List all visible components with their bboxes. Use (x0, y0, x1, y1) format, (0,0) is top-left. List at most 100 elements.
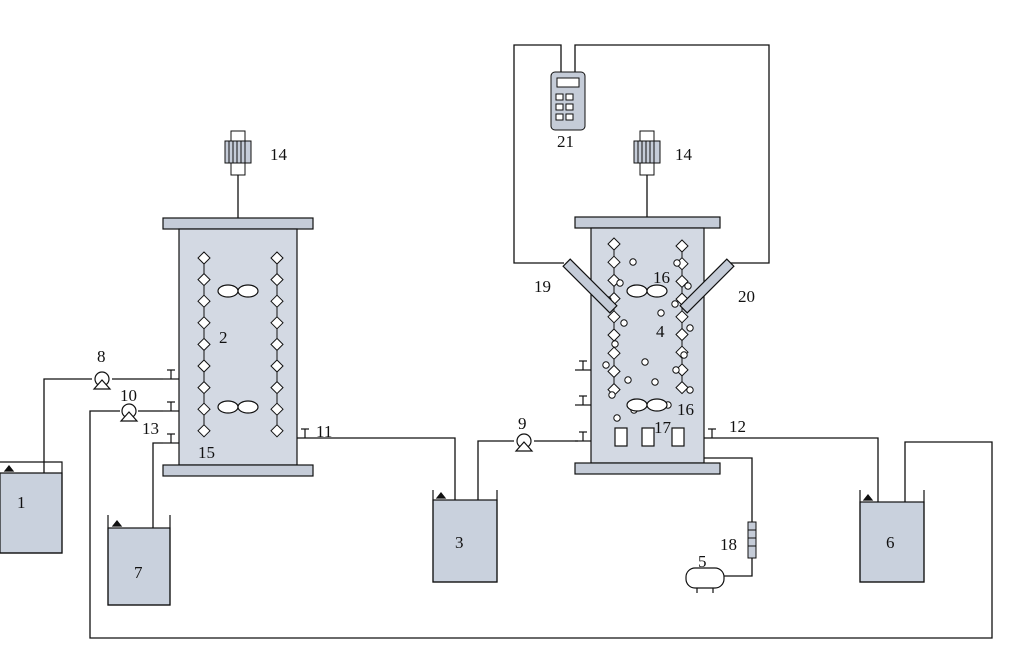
impeller-top (217, 284, 259, 298)
carrier-chain-left (197, 251, 211, 438)
port-13 (163, 433, 179, 444)
label-14-right: 14 (675, 145, 693, 164)
carrier-diamond (675, 239, 689, 253)
carrier-chain-right (675, 239, 689, 395)
bubble (671, 300, 679, 308)
carrier-diamond (270, 294, 284, 308)
pipe-return-loop (89, 410, 993, 639)
bubble (686, 324, 694, 332)
carrier-diamond (197, 402, 211, 416)
label-8: 8 (97, 347, 106, 366)
carrier-diamond (675, 327, 689, 342)
carrier-diamond (197, 272, 211, 287)
pumps (92, 371, 534, 452)
label-12: 12 (729, 417, 746, 436)
carrier-diamond (197, 337, 211, 352)
port-inlet-10 (163, 401, 179, 412)
reactor-2 (162, 217, 314, 477)
label-21: 21 (557, 132, 574, 151)
pipe-tank7-outlet (152, 442, 163, 566)
carrier-diamond (197, 424, 211, 438)
carrier-diamond (197, 359, 211, 373)
impeller-bottom (217, 400, 259, 414)
label-19: 19 (534, 277, 551, 296)
bubble (616, 279, 624, 287)
reactor-4-bottom-plate (574, 462, 721, 475)
carrier-chain-right (270, 251, 284, 438)
bubble (641, 358, 649, 366)
tank-3 (432, 490, 498, 583)
bubble (657, 309, 665, 317)
label-20: 20 (738, 287, 755, 306)
label-10: 10 (120, 386, 137, 405)
bubble (680, 351, 688, 359)
label-11: 11 (316, 422, 332, 441)
probe-19 (562, 258, 618, 314)
pump-icon (92, 371, 112, 390)
tank-6 (859, 490, 925, 583)
label-18: 18 (720, 535, 737, 554)
label-16-top: 16 (653, 268, 670, 287)
carrier-diamond (270, 380, 284, 395)
carrier-diamond (270, 424, 284, 438)
label-3: 3 (455, 533, 464, 552)
air-pump-icon (685, 567, 725, 593)
carrier-diamond (607, 237, 621, 251)
tank-1 (0, 461, 63, 554)
carrier-diamond (607, 310, 621, 324)
label-1: 1 (17, 493, 26, 512)
carrier-diamond (197, 251, 211, 265)
carrier-chain-left (607, 237, 621, 397)
bubble (613, 414, 621, 422)
bubble (684, 282, 692, 290)
sampling-ports (575, 360, 591, 442)
water-level-icon (435, 492, 447, 499)
label-4: 4 (656, 322, 665, 341)
carrier-diamond (607, 346, 621, 360)
bubble (629, 258, 637, 266)
label-16-bottom: 16 (677, 400, 694, 419)
bubble (608, 391, 616, 399)
diffusers (614, 427, 685, 447)
pump-icon (514, 433, 534, 452)
air-line (620, 457, 753, 577)
bubble (620, 319, 628, 327)
impeller-bottom (626, 398, 668, 412)
bubble (624, 376, 632, 384)
carrier-diamond (270, 359, 284, 373)
carrier-diamond (675, 310, 689, 324)
reactor-2-top-plate (162, 217, 314, 230)
water-level-icon (3, 465, 15, 472)
port-12 (704, 428, 721, 439)
stirrer-motors (224, 130, 661, 176)
carrier-diamond (675, 380, 689, 395)
probe-cable-right (574, 44, 770, 264)
motor-icon (633, 130, 661, 176)
label-14-left: 14 (270, 145, 288, 164)
pipe-tank1-to-pump8 (43, 378, 92, 505)
carrier-diamond (197, 316, 211, 330)
bubble (686, 386, 694, 394)
impeller-top (626, 284, 668, 298)
label-6: 6 (886, 533, 895, 552)
flowmeter-icon (747, 521, 757, 559)
motor-icon (224, 130, 252, 176)
reactor-4 (562, 216, 735, 475)
bubble (602, 361, 610, 369)
carrier-diamond (197, 380, 211, 395)
label-13: 13 (142, 419, 159, 438)
meter-icon (550, 71, 586, 131)
bubble (673, 259, 681, 267)
pipe-reactor4-to-tank6 (721, 437, 879, 525)
probe-cable-left (513, 44, 564, 264)
carrier-diamond (270, 316, 284, 330)
carrier-diamond (270, 272, 284, 287)
carrier-diamond (607, 364, 621, 379)
label-2: 2 (219, 328, 228, 347)
label-group: 1 2 3 4 5 6 7 8 9 10 11 12 13 14 14 15 1… (17, 132, 895, 582)
bubble (651, 378, 659, 386)
label-7: 7 (134, 563, 143, 582)
label-15: 15 (198, 443, 215, 462)
